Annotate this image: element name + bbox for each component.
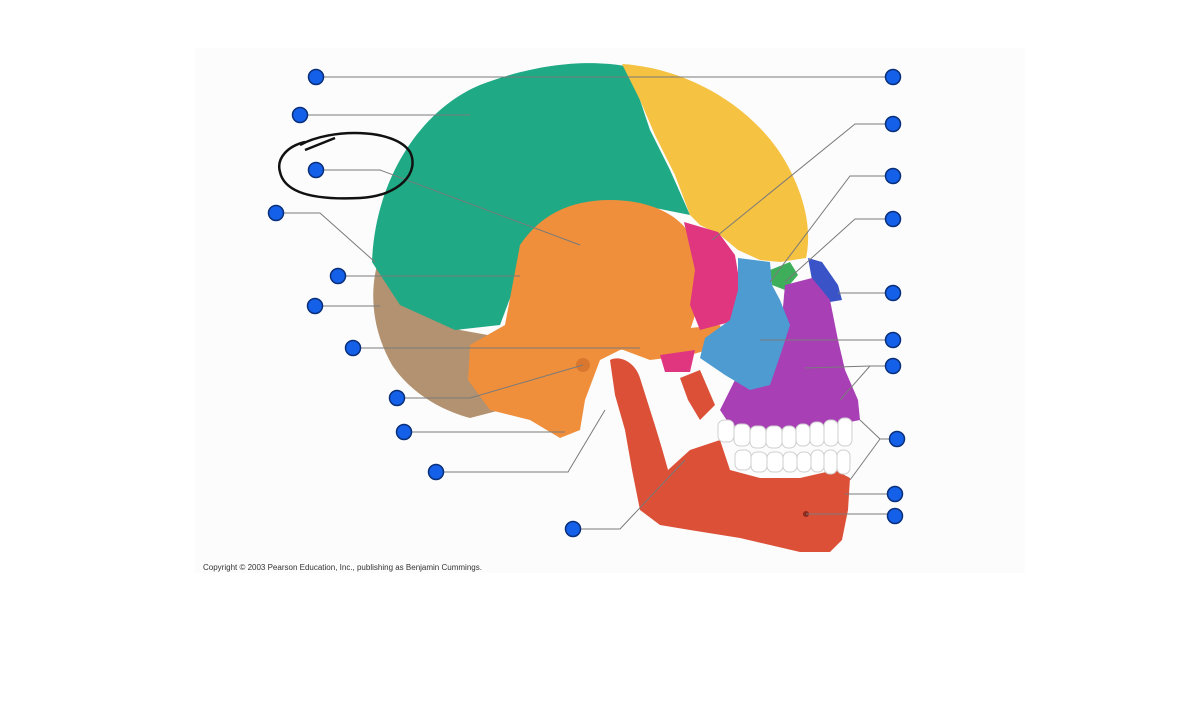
zygomatic-bone <box>700 258 790 390</box>
lower-teeth <box>734 449 851 475</box>
copyright-notice: Copyright © 2003 Pearson Education, Inc.… <box>203 563 482 572</box>
label-dot-left-6[interactable] <box>306 297 324 315</box>
label-dot-left-1[interactable] <box>307 68 325 86</box>
right-label-dots <box>884 68 906 525</box>
label-dot-right-1[interactable] <box>884 68 902 86</box>
label-dot-right-3[interactable] <box>884 167 902 185</box>
label-dot-left-5[interactable] <box>329 267 347 285</box>
nasal-bone <box>808 258 842 302</box>
label-dot-right-5[interactable] <box>884 284 902 302</box>
leader-lines <box>276 76 895 530</box>
maxilla-bone <box>720 278 860 432</box>
sphenoid-lower <box>660 350 695 372</box>
upper-teeth <box>717 417 853 449</box>
label-dot-left-10[interactable] <box>427 463 445 481</box>
label-dot-left-3-circled[interactable] <box>307 161 325 179</box>
label-dot-right-6[interactable] <box>884 331 902 349</box>
lacrimal-bone <box>770 262 798 290</box>
label-dot-right-4[interactable] <box>884 210 902 228</box>
label-dot-left-9[interactable] <box>395 423 413 441</box>
zygomatic-arch <box>610 325 725 360</box>
parietal-bone <box>372 63 690 331</box>
sphenoid-bone <box>684 222 740 330</box>
label-dot-left-4[interactable] <box>267 204 285 222</box>
label-dot-left-11[interactable] <box>564 520 582 538</box>
frontal-bone <box>622 64 809 262</box>
label-dot-right-7[interactable] <box>884 357 902 375</box>
label-dot-right-8[interactable] <box>888 430 906 448</box>
coronoid-process <box>680 370 715 420</box>
label-dot-right-10[interactable] <box>886 507 904 525</box>
left-label-dots <box>267 68 582 538</box>
label-dot-left-7[interactable] <box>344 339 362 357</box>
label-dot-left-8[interactable] <box>388 389 406 407</box>
label-dot-right-2[interactable] <box>884 115 902 133</box>
annotation-circle <box>277 131 414 200</box>
temporal-bone <box>468 200 700 438</box>
label-dot-right-9[interactable] <box>886 485 904 503</box>
label-dot-left-2[interactable] <box>291 106 309 124</box>
mandible-bone <box>610 358 850 552</box>
